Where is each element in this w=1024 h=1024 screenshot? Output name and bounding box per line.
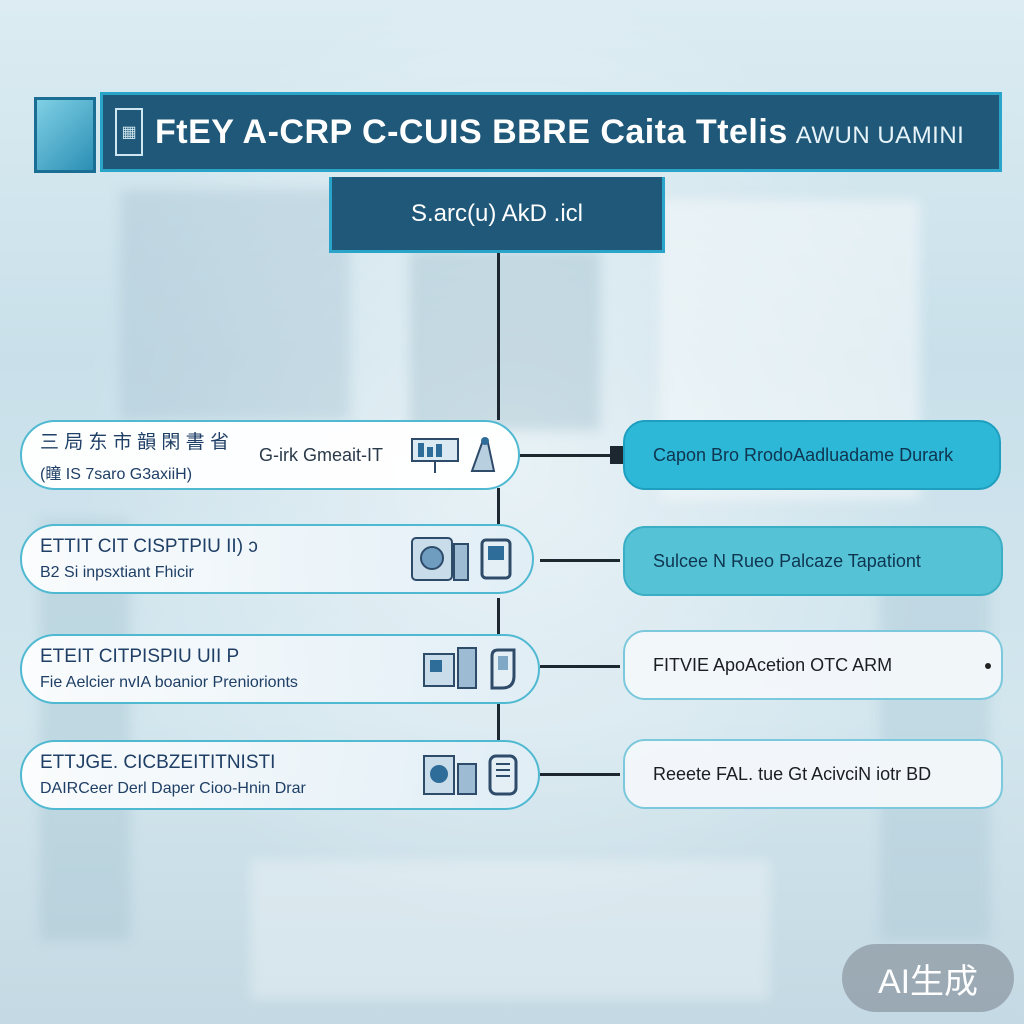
title-main: FtEY A-CRP C-CUIS BBRE Caita Ttelis [155,112,788,151]
left-node-4-line1: ETTJGE. CICBZEITITNISTI [40,752,276,773]
left-node-4[interactable]: ETTJGE. CICBZEITITNISTI DAIRCeer Derl Da… [20,740,540,810]
subtitle-text: S.arc(u) AkD .icl [410,199,584,227]
left-node-1[interactable]: 三 局 东 市 韻 閑 書 省 (瞳 IS 7saro G3axiiH) G-i… [20,420,520,490]
bullet-dot [985,663,991,669]
right-node-4-label: Reeete FAL. tue Gt AcivciN iotr BD [653,763,932,784]
trunk-connector-segment [497,598,500,634]
trunk-connector-segment [497,704,500,740]
right-node-1[interactable]: Capon Bro RrodoAadluadame Durark [623,420,1001,490]
trunk-connector-segment [497,488,500,524]
right-node-2-label: Sulcee N Rueo Palcaze Tapationt [653,550,921,571]
lab-equipment-icon [423,647,477,689]
left-node-3-line2: Fie Aelcier nvIA boanior Preniorionts [40,674,298,691]
right-node-4[interactable]: Reeete FAL. tue Gt AcivciN iotr BD [623,739,1003,809]
scanner-icon [411,537,469,581]
machine-icon [488,754,518,796]
right-node-3-label: FITVIE ApoAcetion OTC ARM [653,654,893,675]
left-node-2-line2: B2 Si inpsxtiant Fhicir [40,564,194,581]
right-node-2[interactable]: Sulcee N Rueo Palcaze Tapationt [623,526,1003,596]
left-node-4-line2: DAIRCeer Derl Daper Cioo-Hnin Drar [40,780,306,797]
branch-connector [540,559,620,562]
ai-generated-watermark: AI生成 [842,944,1014,1012]
title-suffix: AWUN UAMINI [795,121,965,149]
right-node-3[interactable]: FITVIE ApoAcetion OTC ARM [623,630,1003,700]
left-node-1-line2: (瞳 IS 7saro G3axiiH) [40,465,193,483]
left-node-1-line1: 三 局 东 市 韻 閑 書 省 [40,431,229,453]
branch-connector [540,665,620,668]
right-node-1-label: Capon Bro RrodoAadluadame Durark [653,444,954,465]
document-logo-icon: ▦ [115,108,143,156]
left-node-1-middle: G-irk Gmeait-IT [258,444,383,465]
left-node-2[interactable]: ETTIT CIT CISPTPIU II) ɔ B2 Si inpsxtian… [20,524,534,594]
left-node-3[interactable]: ETEIT CITPISPIU UII P Fie Aelcier nvIA b… [20,634,540,704]
watermark-text: AI生成 [877,962,979,1001]
chart-board-icon [411,438,459,473]
subtitle-box: S.arc(u) AkD .icl [329,177,665,253]
lab-equipment-icon [470,437,496,472]
scanner-icon [490,648,516,690]
machine-icon [480,538,512,580]
left-node-2-line1: ETTIT CIT CISPTPIU II) ɔ [40,536,258,557]
branch-connector [518,454,614,457]
scanner-icon [423,755,477,795]
title-accent-block [34,97,96,173]
branch-connector [540,773,620,776]
connector-tip [610,446,624,464]
left-node-3-line1: ETEIT CITPISPIU UII P [40,646,240,667]
trunk-connector [497,253,500,420]
